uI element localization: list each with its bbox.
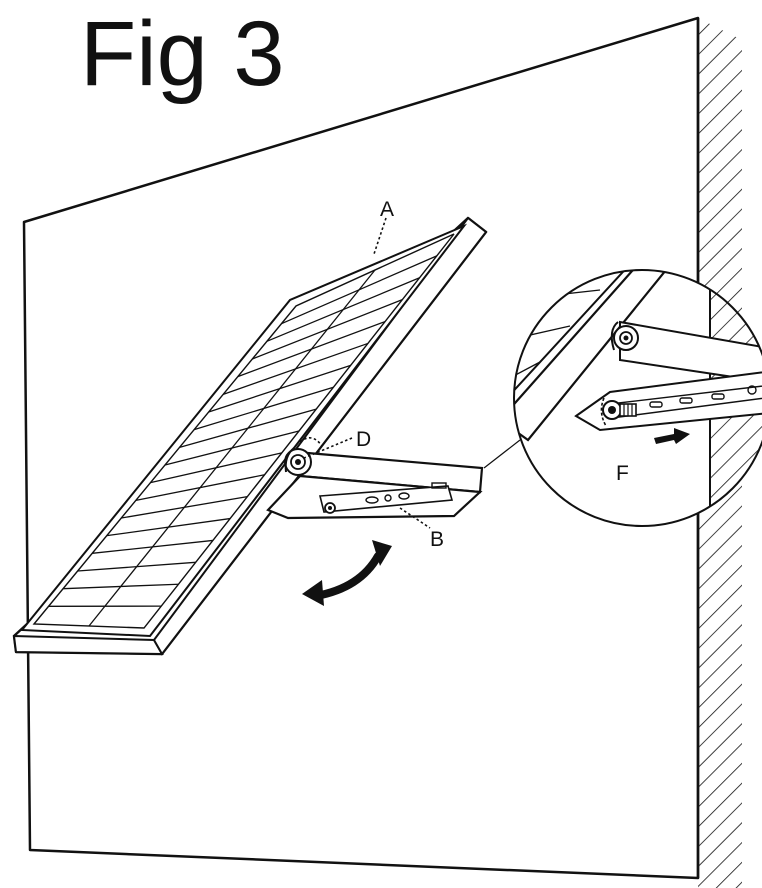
mounting-bracket bbox=[266, 447, 484, 520]
leader-line-b bbox=[399, 507, 431, 529]
leader-line-a bbox=[373, 217, 387, 255]
angle-arc-d bbox=[299, 437, 323, 447]
curved-double-arrow-icon bbox=[302, 540, 392, 606]
leader-line-d bbox=[303, 437, 353, 459]
label-d: D bbox=[356, 428, 371, 451]
adjustment-bolt bbox=[600, 397, 637, 427]
label-b: B bbox=[430, 528, 444, 551]
hinge-joint bbox=[284, 447, 312, 476]
figure-title: Fig 3 bbox=[80, 3, 285, 105]
zoom-detail bbox=[513, 269, 762, 527]
label-a: A bbox=[380, 198, 394, 221]
zoom-connector bbox=[483, 439, 521, 469]
arrow-right-icon bbox=[654, 428, 690, 444]
label-f: F bbox=[616, 462, 629, 485]
solar-cell-grid bbox=[48, 255, 438, 627]
wall bbox=[22, 16, 742, 888]
solar-panel bbox=[12, 216, 488, 656]
